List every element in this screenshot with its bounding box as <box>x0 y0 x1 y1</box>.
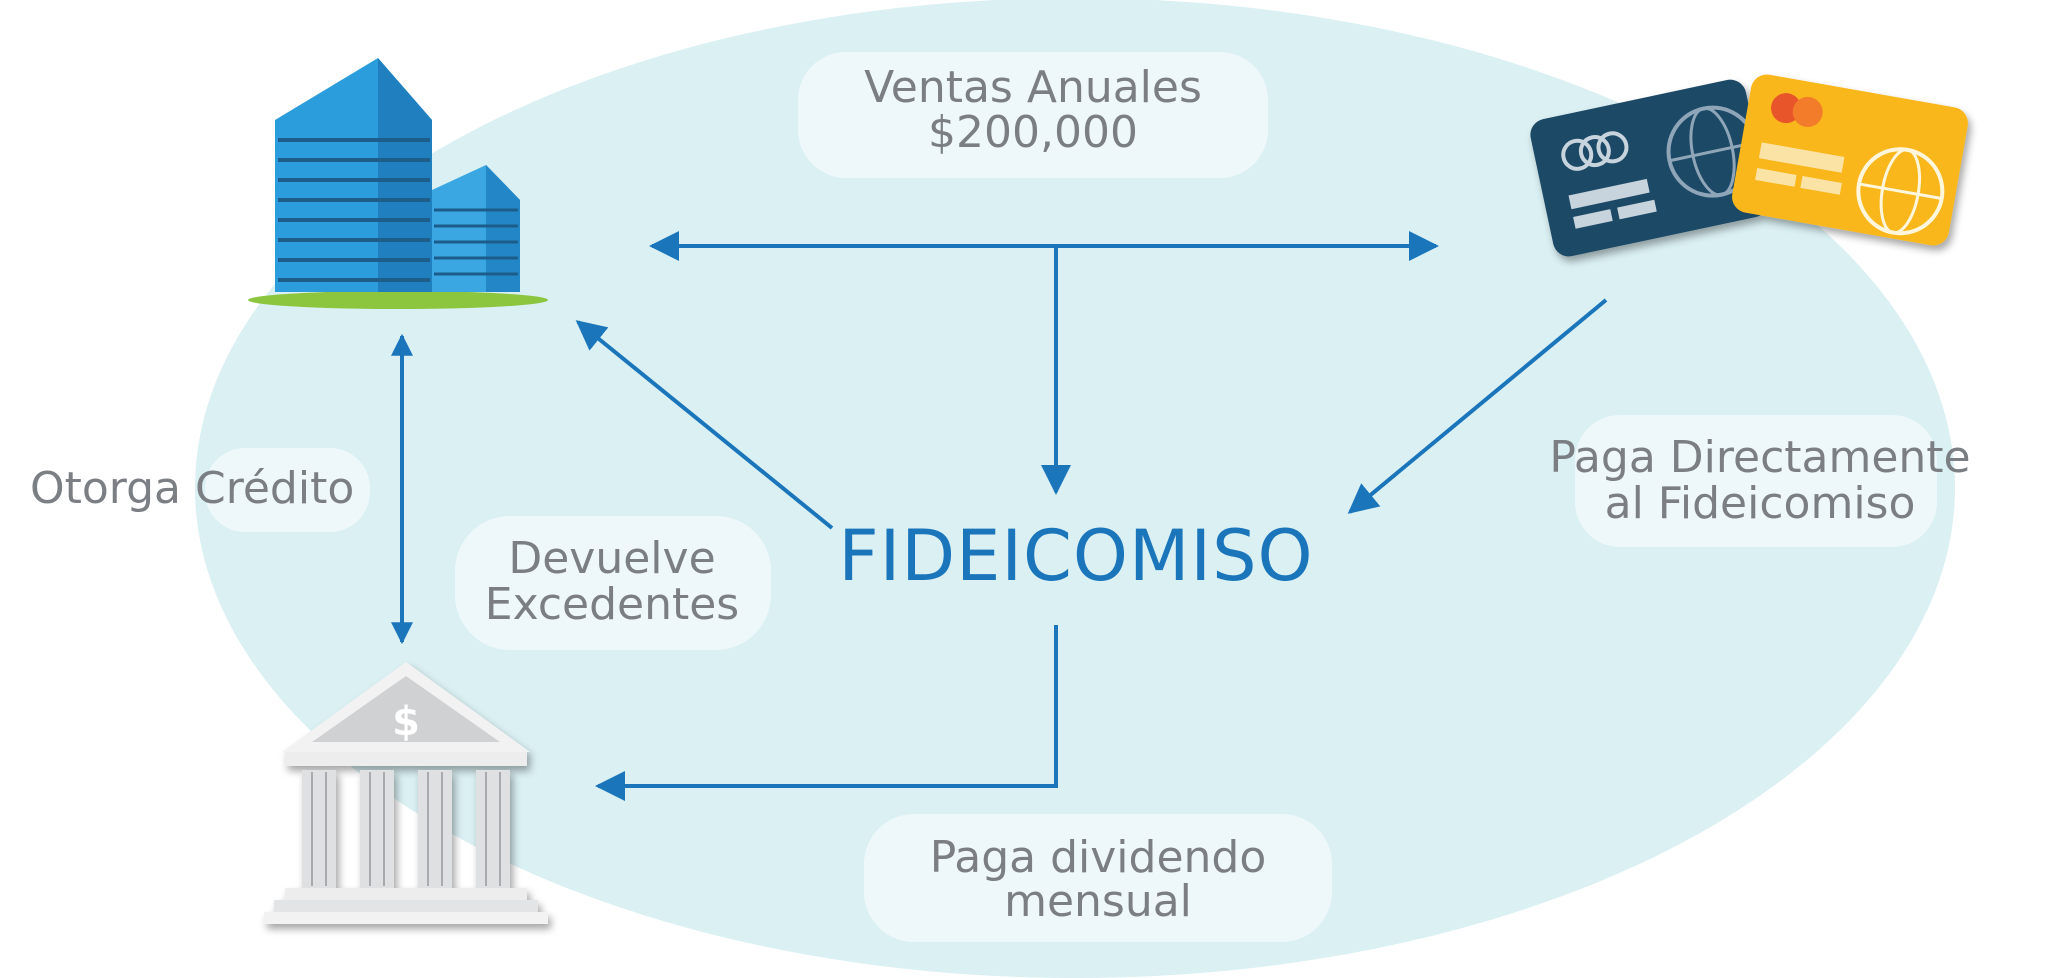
label-paga-directamente: Paga Directamente <box>1549 432 1970 483</box>
label-excedentes: Excedentes <box>485 579 739 630</box>
label-paga-dividendo: Paga dividendo <box>930 832 1267 883</box>
pill-paga-directamente <box>1575 415 1937 547</box>
pill-otorga <box>205 448 370 532</box>
background-oval <box>195 0 1955 978</box>
pill-devuelve <box>455 516 771 650</box>
arrow-cards-to-fideicomiso <box>1347 298 1608 514</box>
svg-text:$: $ <box>392 699 420 745</box>
arrows <box>391 231 1608 801</box>
center-fideicomiso: FIDEICOMISO <box>838 515 1313 597</box>
credit-cards-icon <box>1530 74 1968 257</box>
label-ventas-amount: $200,000 <box>928 107 1138 158</box>
office-building-icon <box>248 58 548 309</box>
label-mensual: mensual <box>1004 876 1192 927</box>
bank-icon: $ <box>264 662 548 924</box>
arrow-fideicomiso-to-bank <box>595 625 1058 801</box>
pill-ventas <box>798 52 1268 178</box>
label-otorga-credito: Otorga Crédito <box>30 463 354 514</box>
label-al-fideicomiso: al Fideicomiso <box>1605 478 1916 529</box>
label-devuelve: Devuelve <box>508 533 715 584</box>
arrow-fideicomiso-to-building <box>575 320 834 530</box>
pill-paga-dividendo <box>864 814 1332 942</box>
label-ventas-anuales: Ventas Anuales <box>864 62 1202 113</box>
